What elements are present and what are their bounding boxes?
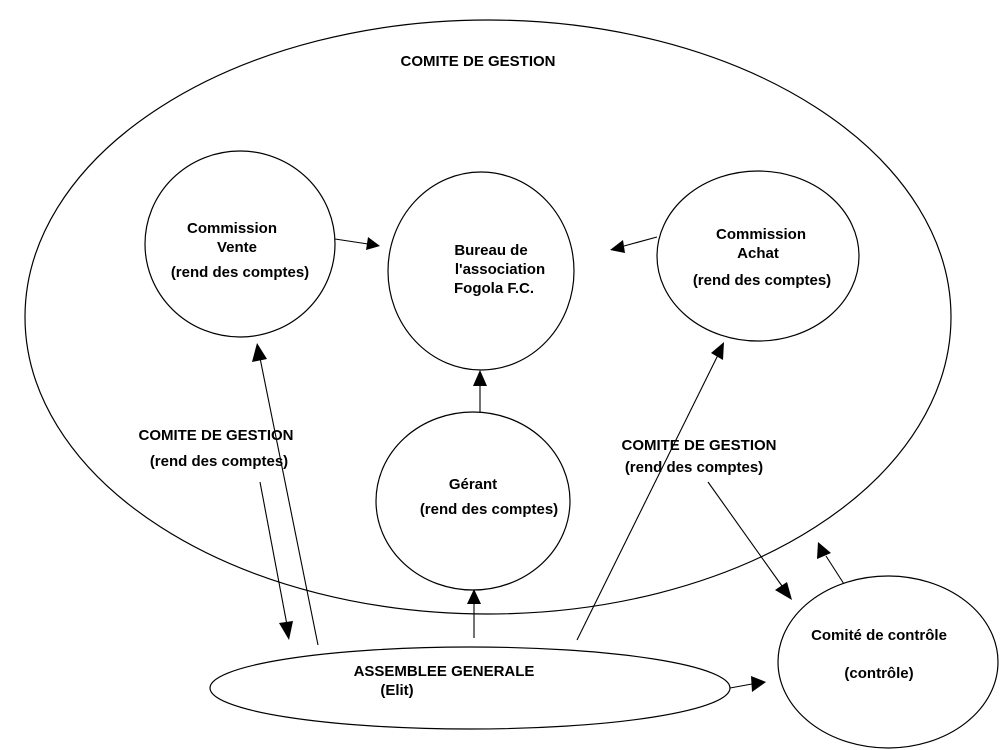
outer-title: COMITE DE GESTION — [400, 53, 555, 70]
arrow-controle-to-comite — [825, 555, 845, 585]
arrowhead-bureau-bottom — [473, 370, 487, 386]
vente-line-2: Vente — [217, 239, 257, 256]
arrowhead-bureau-right — [610, 240, 625, 253]
right-edge-label-line-1: COMITE DE GESTION — [621, 437, 776, 454]
left-edge-label-line-2: (rend des comptes) — [150, 453, 288, 470]
arrow-vente-to-bureau — [334, 238, 369, 245]
vente-line-3: (rend des comptes) — [171, 264, 309, 281]
bureau-node — [387, 171, 575, 371]
gerant-node — [375, 411, 571, 591]
arrowhead-achat-bottom — [711, 342, 724, 360]
arrowhead-gerant-bottom — [467, 589, 481, 604]
left-edge-label-line-1: COMITE DE GESTION — [138, 427, 293, 444]
arrow-comite-to-assemblee — [259, 481, 288, 626]
gerant-line-1: Gérant — [449, 476, 497, 493]
achat-line-3: (rend des comptes) — [693, 272, 831, 289]
achat-line-1: Commission — [716, 226, 806, 243]
arrow-assemblee-to-controle — [729, 683, 753, 689]
gerant-line-2: (rend des comptes) — [420, 501, 558, 518]
comite-de-gestion-ellipse — [24, 19, 952, 615]
assemblee-generale-node — [209, 646, 731, 730]
controle-line-2: (contrôle) — [844, 665, 913, 682]
commission-achat-node — [656, 170, 860, 342]
arrow-assemblee-to-achat — [576, 354, 719, 641]
arrowhead-vente-bottom — [252, 343, 267, 362]
commission-vente-node — [144, 150, 336, 338]
bureau-line-1: Bureau de — [454, 242, 527, 259]
arrowhead-controle-top — [775, 582, 792, 600]
achat-line-2: Achat — [737, 245, 779, 262]
comite-controle-node — [777, 575, 999, 749]
assemblee-line-2: (Elit) — [380, 682, 413, 699]
right-edge-label-line-2: (rend des comptes) — [625, 459, 763, 476]
arrow-assemblee-to-vente — [259, 357, 319, 646]
vente-line-1: Commission — [187, 220, 277, 237]
arrow-comite-to-controle — [707, 481, 783, 587]
bureau-line-3: Fogola F.C. — [454, 280, 534, 297]
arrowhead-assemblee-left — [279, 621, 293, 640]
controle-line-1: Comité de contrôle — [811, 627, 947, 644]
arrowhead-comite-right — [817, 542, 831, 559]
bureau-line-2: l'association — [455, 261, 545, 278]
arrow-achat-to-bureau — [623, 236, 658, 247]
arrowhead-bureau-left — [366, 237, 380, 250]
arrowhead-controle-left — [751, 676, 766, 692]
assemblee-line-1: ASSEMBLEE GENERALE — [354, 663, 535, 680]
